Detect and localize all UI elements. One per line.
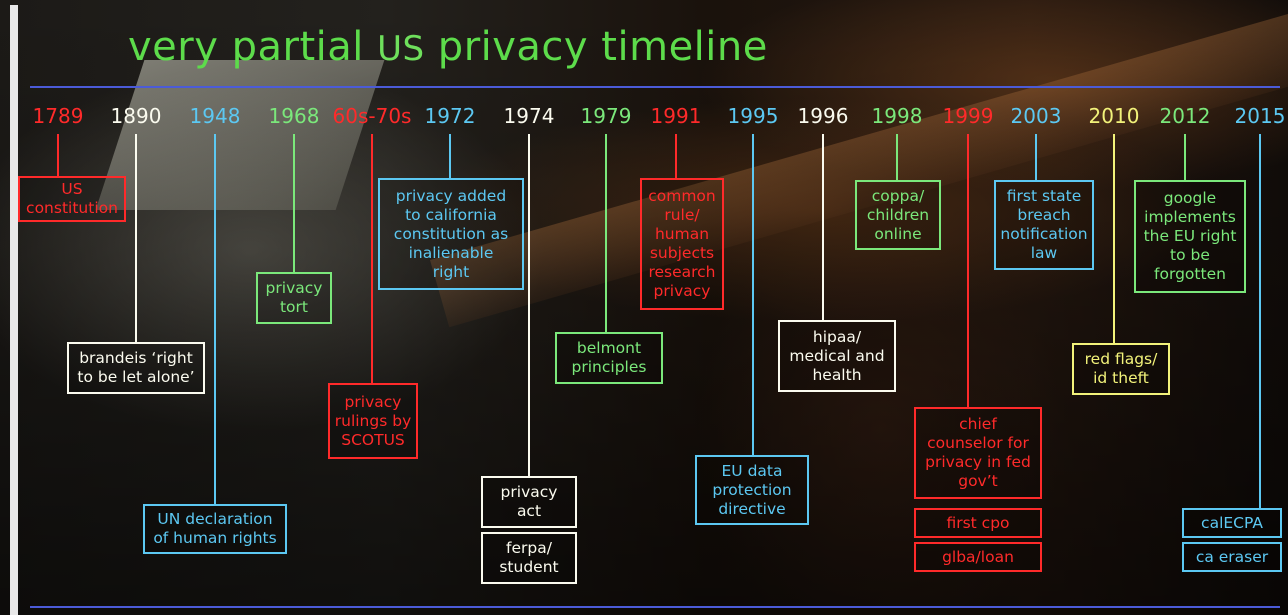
event-box-1890: brandeis ‘right to be let alone’ — [67, 342, 205, 394]
connector-line-2010 — [1113, 134, 1115, 343]
year-label-1972: 1972 — [424, 104, 476, 128]
connector-line-1979 — [605, 134, 607, 332]
ceiling-skylight — [95, 60, 385, 210]
connector-line-2012 — [1184, 134, 1186, 180]
year-label-1789: 1789 — [32, 104, 84, 128]
event-box-2015-1: calECPA — [1182, 508, 1282, 538]
event-box-1974-1: privacy act — [481, 476, 577, 528]
connector-line-1996 — [822, 134, 824, 320]
event-box-1789: US constitution — [18, 176, 126, 222]
connector-line-1999 — [967, 134, 969, 407]
event-box-1991: common rule/ human subjects research pri… — [640, 178, 724, 310]
year-label-60s-70s: 60s-70s — [332, 104, 412, 128]
connector-line-1948 — [214, 134, 216, 504]
year-label-1999: 1999 — [942, 104, 994, 128]
top-rule — [30, 86, 1280, 88]
event-box-1996: hipaa/ medical and health — [778, 320, 896, 392]
event-box-1999-2: first cpo — [914, 508, 1042, 538]
year-label-1948: 1948 — [189, 104, 241, 128]
connector-line-1890 — [135, 134, 137, 342]
year-label-2003: 2003 — [1010, 104, 1062, 128]
event-box-1968: privacy tort — [256, 272, 332, 324]
year-label-2012: 2012 — [1159, 104, 1211, 128]
connector-line-1998 — [896, 134, 898, 180]
event-box-1948: UN declaration of human rights — [143, 504, 287, 554]
event-box-1998: coppa/ children online — [855, 180, 941, 250]
title-main: very partial — [128, 24, 364, 70]
connector-line-2015 — [1259, 134, 1261, 508]
year-label-1991: 1991 — [650, 104, 702, 128]
year-label-2015: 2015 — [1234, 104, 1286, 128]
year-label-1890: 1890 — [110, 104, 162, 128]
connector-line-1789 — [57, 134, 59, 176]
connector-line-1968 — [293, 134, 295, 272]
title-us: US — [377, 29, 425, 69]
year-label-1995: 1995 — [727, 104, 779, 128]
screen-edge — [10, 5, 18, 615]
event-box-60s-70s: privacy rulings by SCOTUS — [328, 383, 418, 459]
year-label-2010: 2010 — [1088, 104, 1140, 128]
event-box-1979: belmont principles — [555, 332, 663, 384]
connector-line-1972 — [449, 134, 451, 178]
year-label-1968: 1968 — [268, 104, 320, 128]
event-box-1972: privacy added to california constitution… — [378, 178, 524, 290]
year-label-1996: 1996 — [797, 104, 849, 128]
connector-line-60s-70s — [371, 134, 373, 383]
title-rest: privacy timeline — [437, 24, 768, 70]
bottom-rule — [30, 606, 1280, 608]
event-box-1999-1: chief counselor for privacy in fed gov’t — [914, 407, 1042, 499]
year-label-1998: 1998 — [871, 104, 923, 128]
connector-line-1974 — [528, 134, 530, 476]
event-box-1974-2: ferpa/ student — [481, 532, 577, 584]
year-label-1974: 1974 — [503, 104, 555, 128]
connector-line-1991 — [675, 134, 677, 178]
connector-line-1995 — [752, 134, 754, 455]
connector-line-2003 — [1035, 134, 1037, 180]
event-box-2015-2: ca eraser — [1182, 542, 1282, 572]
event-box-2010: red flags/ id theft — [1072, 343, 1170, 395]
year-label-1979: 1979 — [580, 104, 632, 128]
slide-title: very partial US privacy timeline — [128, 24, 768, 70]
event-box-2012: google implements the EU right to be for… — [1134, 180, 1246, 293]
event-box-1995: EU data protection directive — [695, 455, 809, 525]
event-box-2003: first state breach notification law — [994, 180, 1094, 270]
event-box-1999-3: glba/loan — [914, 542, 1042, 572]
